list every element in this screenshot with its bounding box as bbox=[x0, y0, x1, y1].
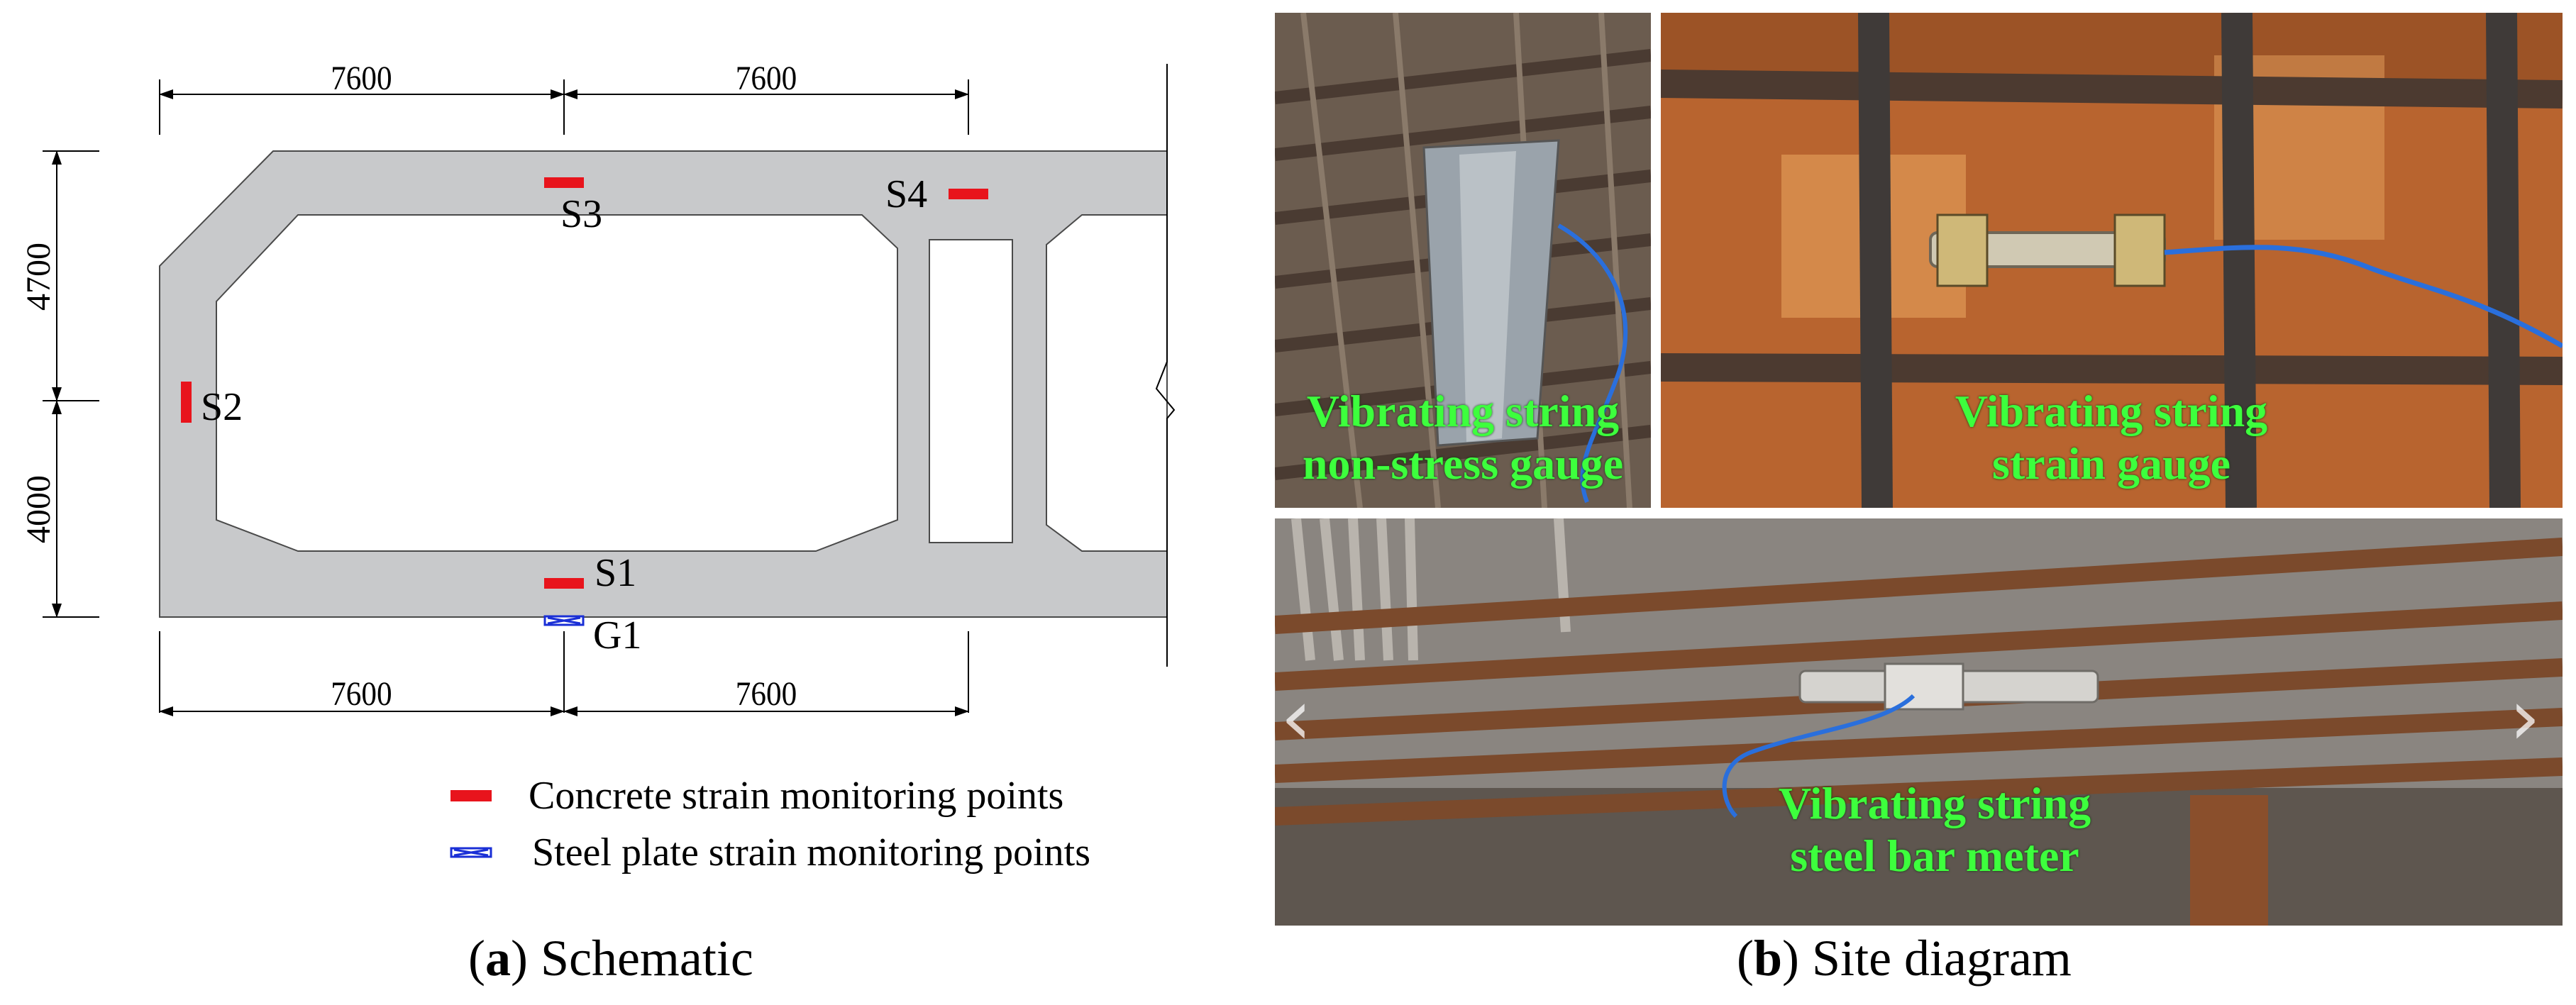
s1-label: S1 bbox=[595, 551, 636, 595]
top-dimension: 7600 7600 bbox=[159, 59, 969, 135]
dim-bottom-left: 7600 bbox=[331, 674, 392, 713]
strain-gauge-label: Vibrating string strain gauge bbox=[1877, 385, 2345, 490]
s3-label: S3 bbox=[560, 192, 602, 236]
non-stress-gauge-label-line2: non-stress gauge bbox=[1302, 438, 1624, 489]
s4-marker bbox=[949, 189, 988, 199]
caption-b-text: Site diagram bbox=[1812, 930, 2072, 987]
left-dimension: 4700 4000 bbox=[20, 150, 99, 618]
break-line bbox=[1155, 64, 1176, 667]
caption-a-letter: a bbox=[485, 930, 511, 987]
s1-marker bbox=[544, 578, 584, 589]
left-cell-void bbox=[216, 214, 898, 552]
photo-steel-bar-meter: ‹ › Vibrating string steel bar meter bbox=[1275, 518, 2563, 926]
right-cell-void bbox=[1046, 214, 1168, 552]
caption-b-letter: b bbox=[1753, 930, 1783, 987]
legend-concrete-label: Concrete strain monitoring points bbox=[529, 774, 1063, 818]
dim-bottom-right: 7600 bbox=[736, 674, 797, 713]
dim-top-left: 7600 bbox=[331, 59, 392, 97]
g1-marker bbox=[543, 615, 585, 626]
caption-a-text: Schematic bbox=[540, 930, 753, 987]
legend-steel-swatch bbox=[450, 847, 492, 858]
steel-bar-meter-label: Vibrating string steel bar meter bbox=[1686, 777, 2183, 882]
g1-label: G1 bbox=[593, 613, 641, 657]
non-stress-gauge-label: Vibrating string non-stress gauge bbox=[1275, 385, 1651, 490]
strain-gauge-label-line1: Vibrating string bbox=[1955, 386, 2268, 436]
dim-height-lower: 4000 bbox=[20, 475, 57, 543]
s2-marker bbox=[181, 382, 192, 423]
caption-a: (a) Schematic bbox=[468, 930, 753, 987]
s3-marker bbox=[544, 177, 584, 188]
chevron-left-icon[interactable]: ‹ bbox=[1281, 672, 1312, 762]
schematic-diagram: 7600 7600 7600 7600 4700 4000 S3 S4 S2 S… bbox=[20, 59, 1176, 874]
dim-top-right: 7600 bbox=[736, 59, 797, 97]
strain-gauge-label-line2: strain gauge bbox=[1992, 438, 2230, 489]
legend-steel-label: Steel plate strain monitoring points bbox=[532, 831, 1090, 874]
chevron-right-icon[interactable]: › bbox=[2509, 672, 2541, 762]
monitoring-points: S3 S4 S2 S1 G1 bbox=[181, 172, 988, 657]
steel-bar-meter-label-line1: Vibrating string bbox=[1778, 778, 2091, 828]
legend: Concrete strain monitoring points Steel … bbox=[450, 774, 1090, 874]
non-stress-gauge-label-line1: Vibrating string bbox=[1306, 386, 1620, 436]
caption-b: (b) Site diagram bbox=[1737, 930, 2072, 987]
s4-label: S4 bbox=[885, 172, 927, 216]
s2-label: S2 bbox=[201, 385, 243, 429]
steel-bar-meter-label-line2: steel bar meter bbox=[1790, 831, 2079, 881]
photo-strain-gauge: Vibrating string strain gauge bbox=[1661, 13, 2563, 508]
dim-height-upper: 4700 bbox=[20, 243, 57, 311]
bottom-dimension: 7600 7600 bbox=[159, 631, 969, 716]
girder-section bbox=[159, 64, 1176, 667]
photo-non-stress-gauge: Vibrating string non-stress gauge bbox=[1275, 13, 1651, 508]
legend-concrete-swatch bbox=[450, 790, 492, 801]
middle-cell-void bbox=[929, 239, 1013, 543]
